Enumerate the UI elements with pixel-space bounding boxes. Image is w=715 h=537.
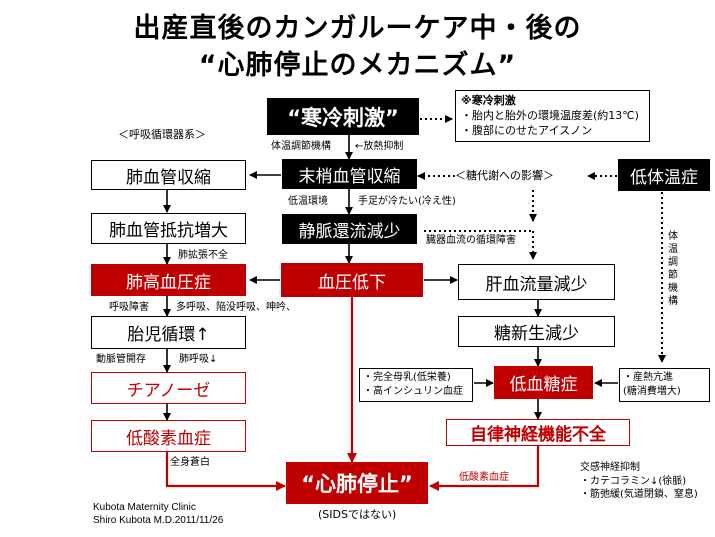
- feeding-box: ・完全母乳(低栄養) ・高インシュリン血症: [359, 368, 473, 402]
- label-ductus-patency: 動脈管開存: [96, 354, 146, 365]
- vertical-char: 調: [668, 257, 678, 268]
- sympathetic-inhibition-block: 交感神経抑制 ・カテコラミン↓(徐脈) ・筋弛緩(気道閉鎖、窒息): [580, 461, 698, 502]
- credit-author-date: Shiro Kubota M.D.2011/11/26: [93, 515, 224, 526]
- node-cold-stimulus: “寒冷刺激”: [267, 98, 419, 135]
- label-breathing-types: 多呼吸、陥没呼吸、呻吟、: [176, 302, 296, 313]
- page-title-line2: “心肺停止のメカニズム”: [198, 50, 517, 81]
- node-fetal-circulation: 胎児循環↑: [91, 316, 246, 349]
- label-generalized-pallor: 全身蒼白: [170, 457, 210, 468]
- vertical-char: 構: [668, 296, 678, 307]
- heat-production-box: ・産熱亢進 (糖消費増大): [619, 368, 710, 402]
- heat-line-2: (糖消費増大): [623, 385, 681, 397]
- node-venous-return-decrease: 静脈還流減少: [282, 214, 417, 244]
- node-gluconeogenesis: 糖新生減少: [458, 316, 615, 347]
- note-heading: ※寒冷刺激: [461, 94, 516, 107]
- node-cardiac-arrest: “心肺停止”: [286, 462, 428, 504]
- label-hypoxemia-small: 低酸素血症: [459, 472, 509, 483]
- feeding-line-1: ・完全母乳(低栄養): [363, 372, 451, 383]
- node-hypothermia: 低体温症: [618, 159, 710, 191]
- vertical-char: 体: [668, 231, 678, 242]
- node-liver-blood-flow: 肝血流量減少: [458, 264, 615, 300]
- node-bp-decrease: 血圧低下: [281, 263, 423, 297]
- node-pulmonary-resistance: 肺血管抵抗増大: [91, 213, 246, 244]
- vertical-char: 節: [668, 270, 678, 281]
- note-line-2: ・腹部にのせたアイスノン: [461, 123, 593, 137]
- node-hypoglycemia: 低血糖症: [494, 366, 593, 399]
- credit-block: Kubota Maternity Clinic Shiro Kubota M.D…: [93, 501, 223, 527]
- node-pulmonary-hypertension: 肺高血圧症: [91, 264, 246, 296]
- catecholamine-line: ・カテコラミン↓(徐脈): [580, 475, 687, 487]
- vertical-char: 温: [668, 244, 678, 255]
- page-title-line1: 出産直後のカンガルーケア中・後の: [133, 13, 582, 44]
- vertical-char: 機: [668, 283, 678, 294]
- label-respiratory-system: ＜呼吸循環器系＞: [118, 128, 206, 141]
- node-autonomic-failure: 自律神経機能不全: [446, 419, 630, 446]
- label-thermoregulation: 体温調節機構: [271, 141, 331, 152]
- label-organ-circulation: 臓器血流の循環障害: [426, 235, 516, 246]
- label-lung-expansion: 肺拡張不全: [178, 250, 228, 261]
- label-glucose-metabolism: ＜糖代謝への影響＞: [455, 169, 554, 182]
- label-not-sids: (SIDSではない): [318, 508, 397, 521]
- heat-line-1: ・産熱亢進: [623, 372, 673, 383]
- label-lung-breathing: 肺呼吸↓: [179, 354, 218, 365]
- label-vertical-thermoregulation: 体 温 調 節 機 構: [668, 230, 680, 308]
- node-hypoxemia: 低酸素血症: [91, 420, 246, 452]
- cold-stimulus-note-box: ※寒冷刺激 ・胎内と胎外の環境温度差(約13℃) ・腹部にのせたアイスノン: [455, 90, 650, 142]
- node-pulmonary-vasoconstriction: 肺血管収縮: [91, 160, 246, 190]
- note-line-1: ・胎内と胎外の環境温度差(約13℃): [461, 108, 639, 122]
- credit-clinic: Kubota Maternity Clinic: [93, 502, 196, 513]
- sympathetic-heading: 交感神経抑制: [580, 462, 640, 473]
- feeding-line-2: ・高インシュリン血症: [363, 385, 463, 397]
- label-heat-dissipation: ←放熱抑制: [355, 141, 404, 152]
- node-cyanosis: チアノーゼ: [91, 372, 246, 404]
- muscle-relax-line: ・筋弛緩(気道閉鎖、窒息): [580, 489, 698, 500]
- node-peripheral-vasoconstriction: 末梢血管収縮: [282, 159, 417, 189]
- label-cold-limbs: 手足が冷たい(冷え性): [358, 196, 456, 207]
- label-low-temp-env: 低温環境: [288, 196, 328, 207]
- label-breathing-disorder: 呼吸障害: [109, 302, 149, 313]
